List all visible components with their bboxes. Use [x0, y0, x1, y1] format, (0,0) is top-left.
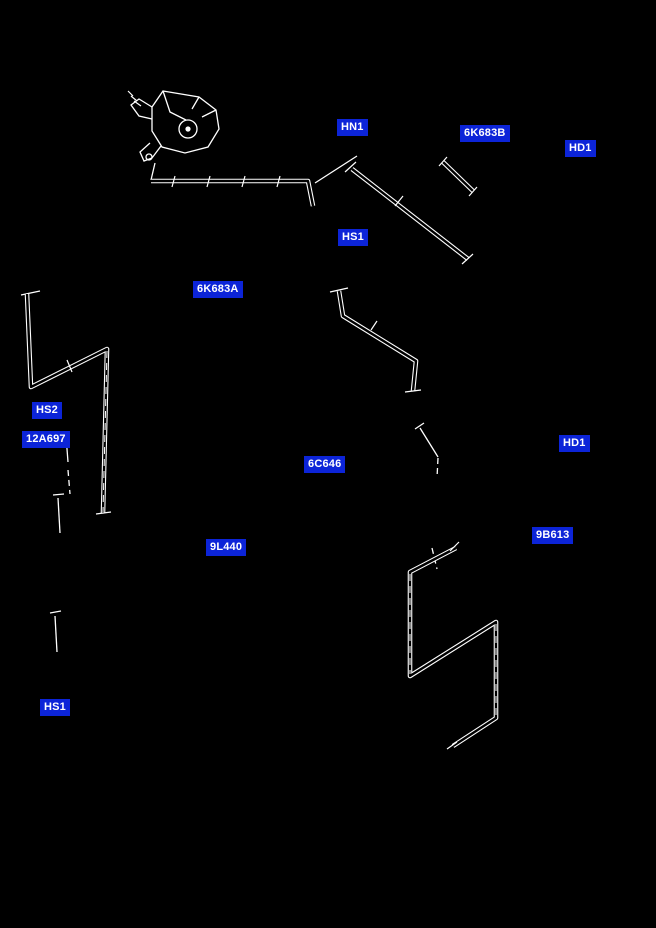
- hose-long-diagonal-drawing: [344, 161, 474, 265]
- part-label-12a697[interactable]: 12A697: [22, 431, 70, 448]
- part-label-6c646[interactable]: 6C646: [304, 456, 346, 473]
- hose-9b613-drawing: [407, 541, 499, 750]
- tube-hs1-bottom-drawing: [49, 610, 62, 653]
- part-label-9l440[interactable]: 9L440: [206, 539, 247, 556]
- hose-6k683b-drawing: [438, 156, 478, 197]
- hose-top-horizontal-drawing: [151, 155, 358, 207]
- part-label-hs1-top[interactable]: HS1: [338, 229, 368, 246]
- part-label-hn1[interactable]: HN1: [337, 119, 368, 136]
- part-label-6k683b[interactable]: 6K683B: [460, 125, 510, 142]
- pump-assembly-drawing: [127, 90, 220, 181]
- part-label-hs2[interactable]: HS2: [32, 402, 62, 419]
- part-label-6k683a[interactable]: 6K683A: [193, 281, 243, 298]
- part-label-9b613[interactable]: 9B613: [532, 527, 574, 544]
- part-label-hd1-top[interactable]: HD1: [565, 140, 596, 157]
- hose-6c646-drawing: [414, 422, 439, 479]
- hose-6k683a-drawing: [329, 287, 422, 393]
- part-label-hd1-right[interactable]: HD1: [559, 435, 590, 452]
- part-label-hs1-bottom[interactable]: HS1: [40, 699, 70, 716]
- hose-left-s-drawing: [20, 290, 112, 515]
- bracket-12a697-drawing: [52, 435, 71, 534]
